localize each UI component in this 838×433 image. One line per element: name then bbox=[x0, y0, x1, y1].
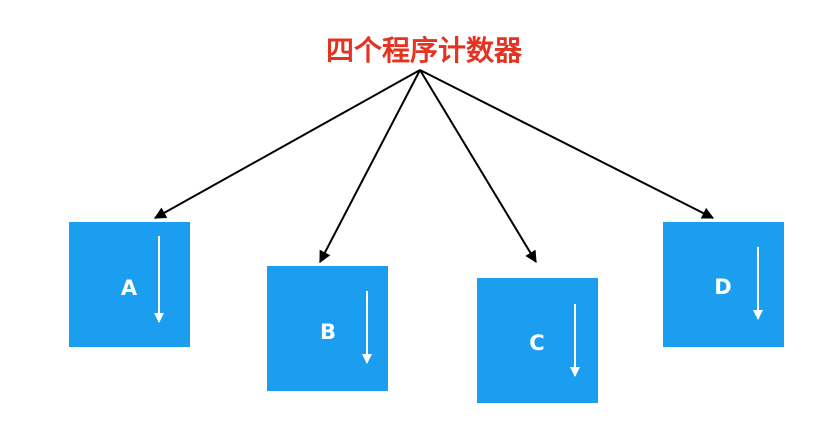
box-a-label: A bbox=[121, 276, 138, 300]
box-c-label: C bbox=[529, 331, 544, 355]
box-c: C bbox=[477, 278, 598, 403]
box-b: B bbox=[267, 266, 388, 391]
box-a-rect bbox=[69, 222, 190, 347]
box-c-rect bbox=[477, 278, 598, 403]
connector-arrow-a bbox=[153, 69, 421, 219]
connector-arrow-b bbox=[319, 69, 421, 264]
connector-arrow-d bbox=[419, 69, 715, 219]
box-d: D bbox=[663, 222, 784, 347]
box-b-label: B bbox=[320, 320, 336, 344]
box-a: A bbox=[69, 222, 190, 347]
connector-arrow-c bbox=[419, 69, 537, 264]
box-d-rect bbox=[663, 222, 784, 347]
diagram-title: 四个程序计数器 bbox=[326, 34, 523, 67]
box-d-label: D bbox=[714, 275, 731, 299]
